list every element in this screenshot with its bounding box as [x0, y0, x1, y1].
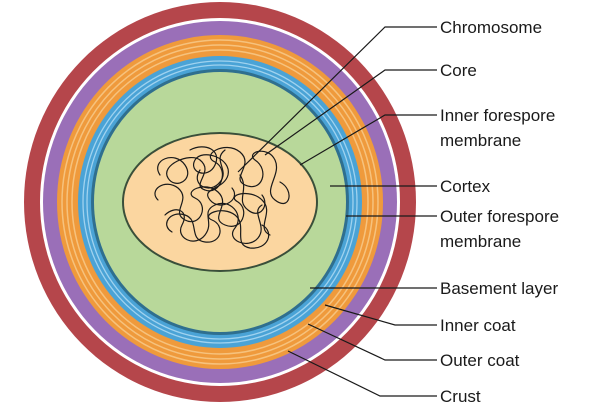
label-inner-forespore-line1: Inner forespore [440, 106, 555, 125]
label-cortex: Cortex [440, 177, 491, 196]
label-basement-layer: Basement layer [440, 279, 558, 298]
label-outer-forespore-line2: membrane [440, 232, 521, 251]
label-core: Core [440, 61, 477, 80]
label-outer-coat: Outer coat [440, 351, 520, 370]
label-inner-forespore-line2: membrane [440, 131, 521, 150]
label-chromosome: Chromosome [440, 18, 542, 37]
label-inner-coat: Inner coat [440, 316, 516, 335]
spore-layers [24, 2, 416, 402]
labels: Chromosome Core Inner forespore membrane… [440, 18, 559, 406]
label-outer-forespore-line1: Outer forespore [440, 207, 559, 226]
label-crust: Crust [440, 387, 481, 406]
